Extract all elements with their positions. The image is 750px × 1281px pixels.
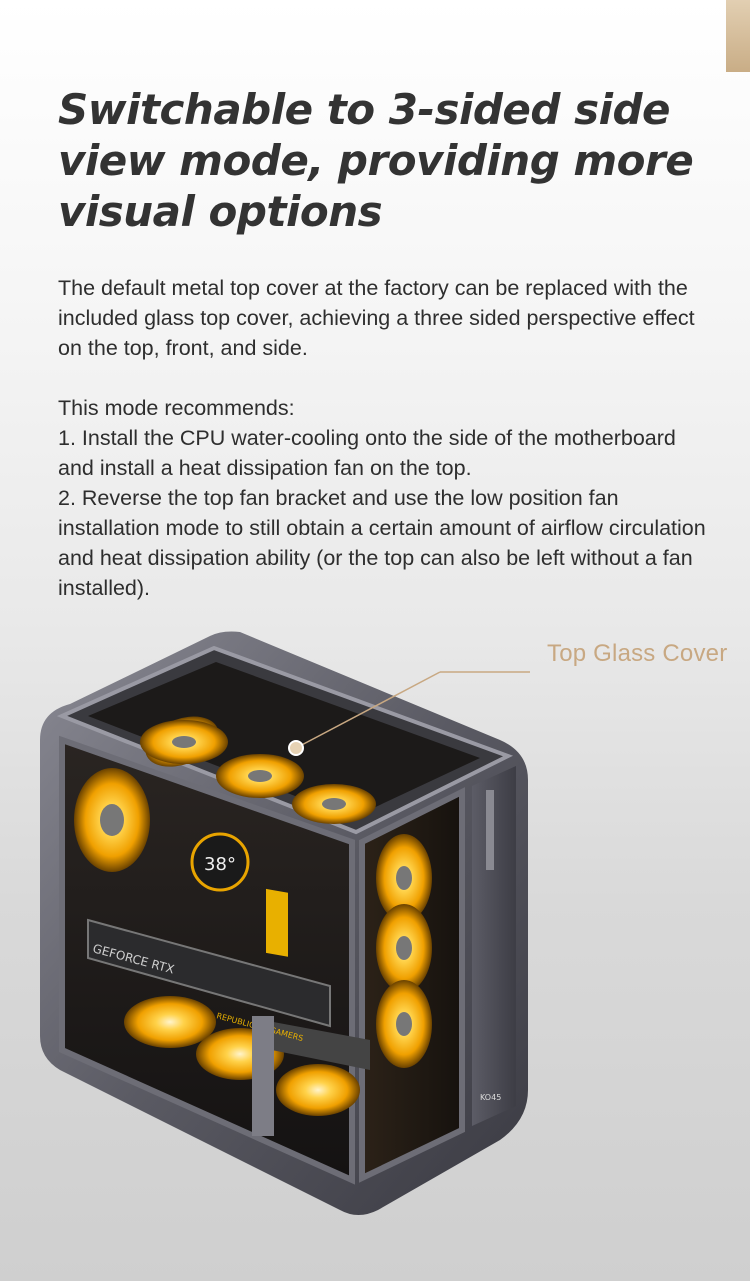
io-port-strip bbox=[486, 790, 494, 870]
right-metal-panel bbox=[472, 766, 516, 1126]
step-item: 1. Install the CPU water-cooling onto th… bbox=[58, 426, 676, 480]
vertical-bracket bbox=[252, 1018, 370, 1070]
ram-modules bbox=[266, 888, 288, 957]
callout-dot-icon bbox=[288, 740, 304, 756]
bottom-fan bbox=[124, 996, 216, 1048]
intro-paragraph: The default metal top cover at the facto… bbox=[58, 276, 695, 360]
description-block: The default metal top cover at the facto… bbox=[58, 273, 713, 603]
pump-display-text: 38° bbox=[204, 854, 236, 875]
io-label: KO45 bbox=[480, 1093, 501, 1102]
callout-line bbox=[295, 671, 441, 749]
callout-label: Top Glass Cover bbox=[547, 640, 728, 667]
paragraph-gap bbox=[58, 363, 713, 393]
graphics-card bbox=[87, 918, 331, 1028]
support-pillar bbox=[252, 1016, 274, 1136]
page-heading: Switchable to 3-sided side view mode, pr… bbox=[58, 85, 694, 236]
step-item: 2. Reverse the top fan bracket and use t… bbox=[58, 486, 706, 600]
mode-title: This mode recommends: bbox=[58, 396, 295, 420]
bottom-fan bbox=[276, 1064, 360, 1116]
pc-case-image: 38° GEFORCE RTX REPUBLIC OF GAMERS KO45 bbox=[40, 631, 530, 1215]
corner-accent-tab bbox=[726, 0, 750, 72]
cpu-pump bbox=[190, 832, 250, 892]
